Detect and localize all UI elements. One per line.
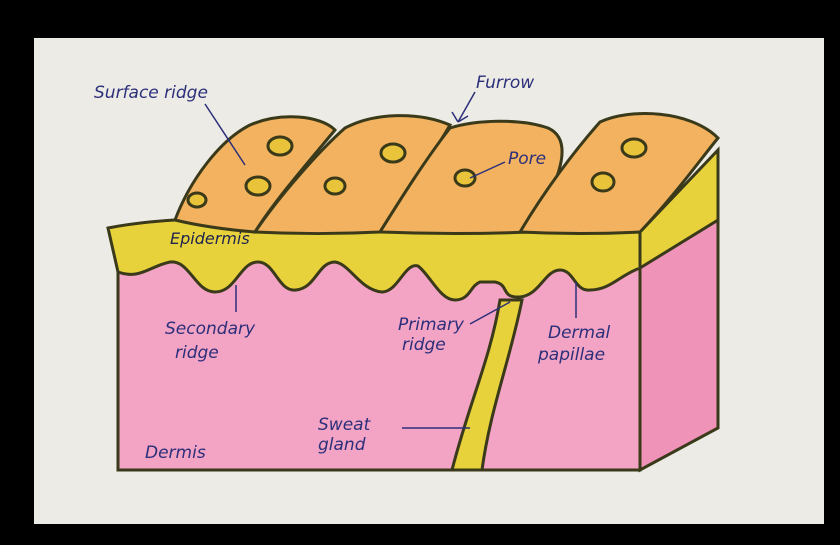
label-dermal-papillae-2: papillae [537, 345, 605, 365]
label-primary-ridge-2: ridge [402, 335, 446, 355]
pointer-furrow [452, 92, 475, 122]
label-secondary-ridge-2: ridge [175, 343, 219, 363]
label-primary-ridge-1: Primary [398, 315, 465, 335]
pore-6 [455, 170, 475, 186]
pore-2 [246, 177, 270, 195]
pore-7 [622, 139, 646, 157]
label-furrow: Furrow [476, 73, 534, 93]
label-dermis: Dermis [145, 443, 206, 463]
label-surface-ridge: Surface ridge [94, 83, 208, 103]
label-secondary-ridge-1: Secondary [165, 319, 256, 339]
pore-1 [268, 137, 292, 155]
label-sweat-gland-2: gland [318, 435, 366, 455]
pore-8 [592, 173, 614, 191]
label-pore: Pore [508, 149, 546, 169]
pore-4 [381, 144, 405, 162]
label-epidermis: Epidermis [170, 229, 250, 248]
label-dermal-papillae-1: Dermal [548, 323, 611, 343]
pore-5 [325, 178, 345, 194]
dermis-front-face [118, 262, 640, 470]
label-sweat-gland-1: Sweat [318, 415, 372, 435]
pore-3 [188, 193, 206, 207]
